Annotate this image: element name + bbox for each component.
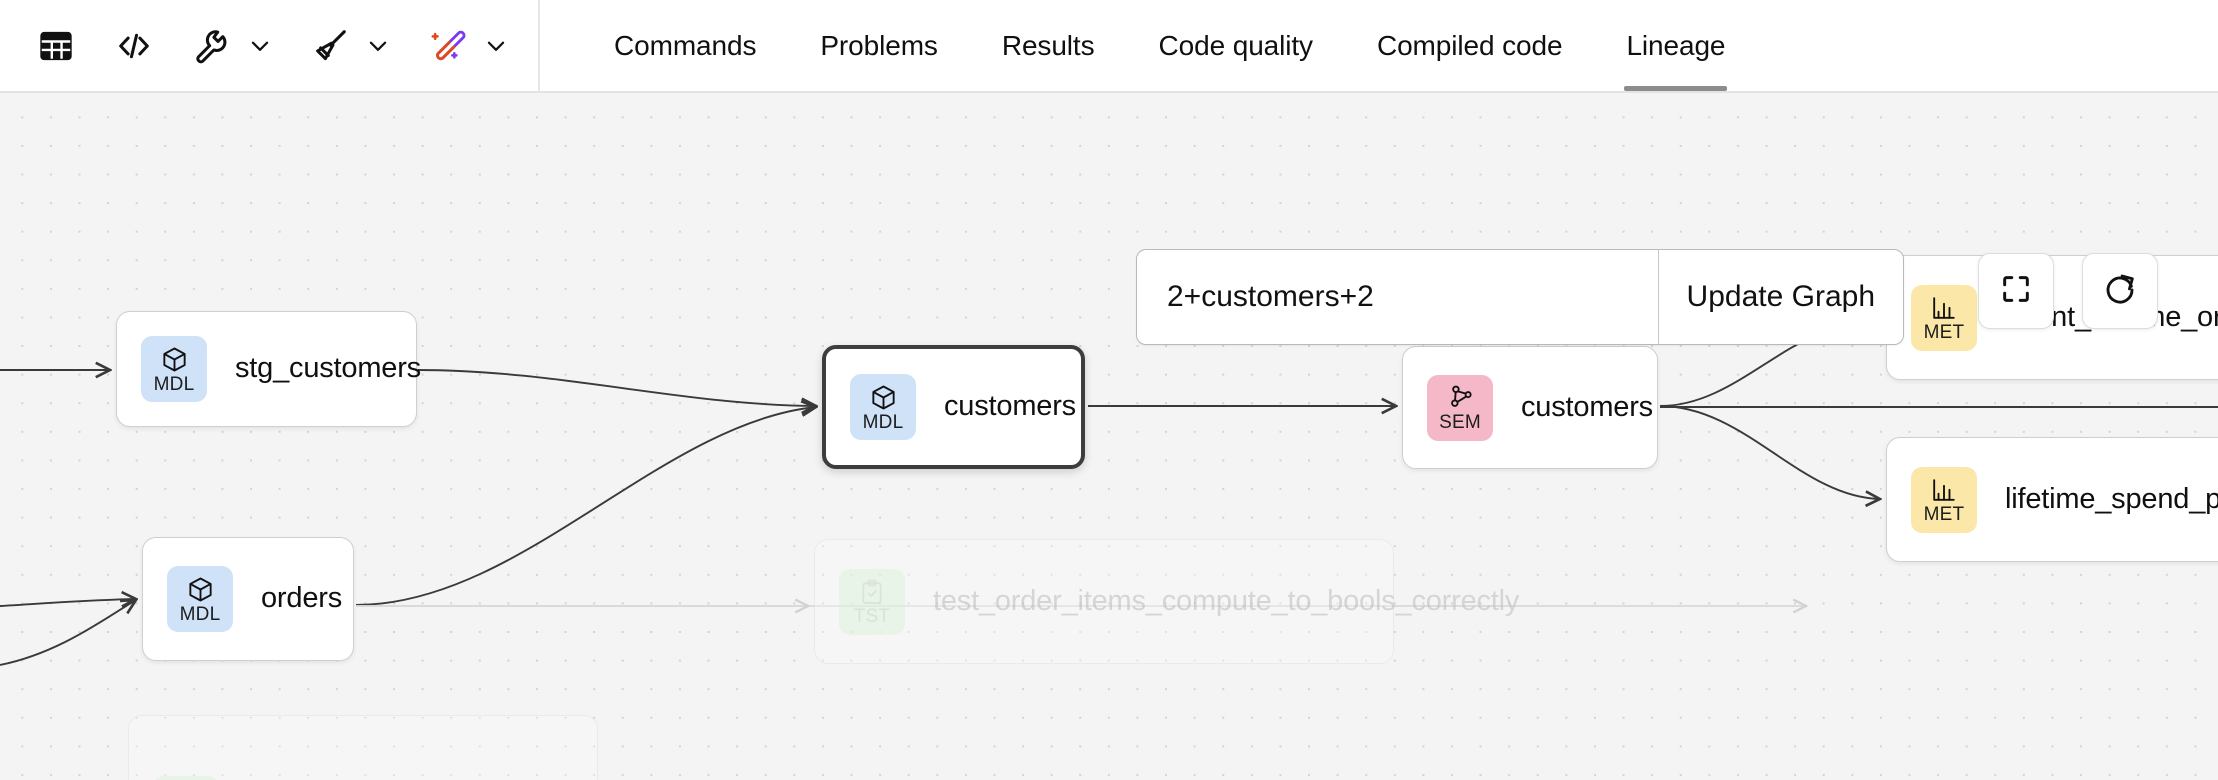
node-badge-mdl: MDL — [850, 374, 916, 440]
tab-label: Problems — [820, 29, 938, 61]
badge-label: MDL — [179, 603, 221, 625]
node-label: orders — [261, 582, 342, 615]
edge-sem-to-lifetime-spend — [1659, 405, 1880, 499]
magic-wand-icon[interactable] — [420, 18, 476, 74]
tab-results[interactable]: Results — [970, 0, 1127, 91]
badge-label: MDL — [862, 411, 904, 433]
cube-icon — [160, 345, 189, 374]
cube-icon — [186, 575, 215, 604]
tab-lineage[interactable]: Lineage — [1594, 0, 1757, 91]
chevron-down-icon[interactable] — [240, 18, 280, 74]
table-view-icon[interactable] — [28, 18, 84, 74]
tab-label: Compiled code — [1376, 29, 1563, 61]
node-badge-mdl: MDL — [141, 336, 207, 402]
code-view-icon[interactable] — [106, 18, 162, 74]
chevron-down-icon[interactable] — [476, 18, 516, 74]
lineage-canvas[interactable]: Update Graph — [0, 93, 2218, 780]
lineage-edges — [0, 93, 2218, 666]
edge-orders-to-customers — [355, 407, 816, 606]
node-badge-sem: SEM — [1427, 374, 1493, 441]
badge-label: MET — [1923, 321, 1965, 343]
app-header: Commands Problems Results Code quality C… — [0, 0, 2218, 93]
node-badge-met: MET — [1911, 466, 1977, 533]
edge-stg-customers-to-customers — [417, 369, 816, 406]
tab-problems[interactable]: Problems — [788, 0, 969, 91]
lineage-node-test-partial[interactable]: TST — [128, 715, 598, 780]
tab-label: Results — [1001, 29, 1095, 61]
reset-view-button[interactable] — [2082, 253, 2158, 329]
bar-chart-icon — [1930, 476, 1958, 504]
refresh-icon — [2102, 271, 2138, 312]
tab-compiled-code[interactable]: Compiled code — [1345, 0, 1594, 91]
wrench-icon[interactable] — [184, 18, 240, 74]
lineage-node-test-order-items[interactable]: TST test_order_items_compute_to_bools_co… — [814, 539, 1520, 664]
fit-view-button[interactable] — [1978, 253, 2054, 329]
tab-label: Code quality — [1158, 29, 1314, 61]
cube-icon — [869, 383, 898, 412]
panel-tabs: Commands Problems Results Code quality C… — [540, 0, 1757, 91]
badge-label: TST — [853, 605, 891, 627]
tab-commands[interactable]: Commands — [582, 0, 788, 91]
node-label: customers — [944, 390, 1076, 423]
graph-nodes-icon — [1446, 383, 1475, 412]
clipboard-check-icon — [858, 578, 886, 606]
fit-screen-icon — [1999, 272, 2033, 311]
broom-icon[interactable] — [302, 18, 358, 74]
node-badge-tst: TST — [839, 568, 905, 635]
graph-search-bar: Update Graph — [1136, 249, 1904, 345]
lineage-node-stg-customers[interactable]: MDL stg_customers — [116, 311, 421, 427]
edge-in-orders-a — [0, 599, 136, 606]
node-label: customers — [1521, 390, 1653, 423]
editor-toolbar — [0, 0, 540, 91]
node-label: stg_customers — [235, 352, 421, 385]
update-graph-button[interactable]: Update Graph — [1657, 250, 1903, 344]
tab-code-quality[interactable]: Code quality — [1127, 0, 1345, 91]
lineage-node-lifetime-spend-pretax[interactable]: MET lifetime_spend_pretax — [1886, 437, 2218, 562]
lineage-node-customers-mdl[interactable]: MDL customers — [822, 345, 1085, 469]
node-label: lifetime_spend_pretax — [2005, 482, 2218, 515]
bar-chart-icon — [1930, 294, 1958, 322]
badge-label: MET — [1923, 503, 1965, 525]
badge-label: SEM — [1439, 412, 1481, 433]
node-badge-mdl: MDL — [167, 566, 233, 632]
tab-label: Commands — [614, 29, 757, 61]
badge-label: MDL — [153, 373, 195, 395]
node-badge-met: MET — [1911, 284, 1977, 351]
tab-label: Lineage — [1626, 29, 1726, 61]
edge-in-orders-b — [0, 600, 136, 666]
node-badge-tst: TST — [153, 775, 219, 780]
graph-search-input[interactable] — [1137, 250, 1658, 344]
lineage-node-customers-sem[interactable]: SEM customers — [1402, 346, 1658, 469]
node-label: test_order_items_compute_to_bools_correc… — [933, 584, 1520, 617]
chevron-down-icon[interactable] — [358, 18, 398, 74]
lineage-node-orders[interactable]: MDL orders — [142, 537, 354, 661]
